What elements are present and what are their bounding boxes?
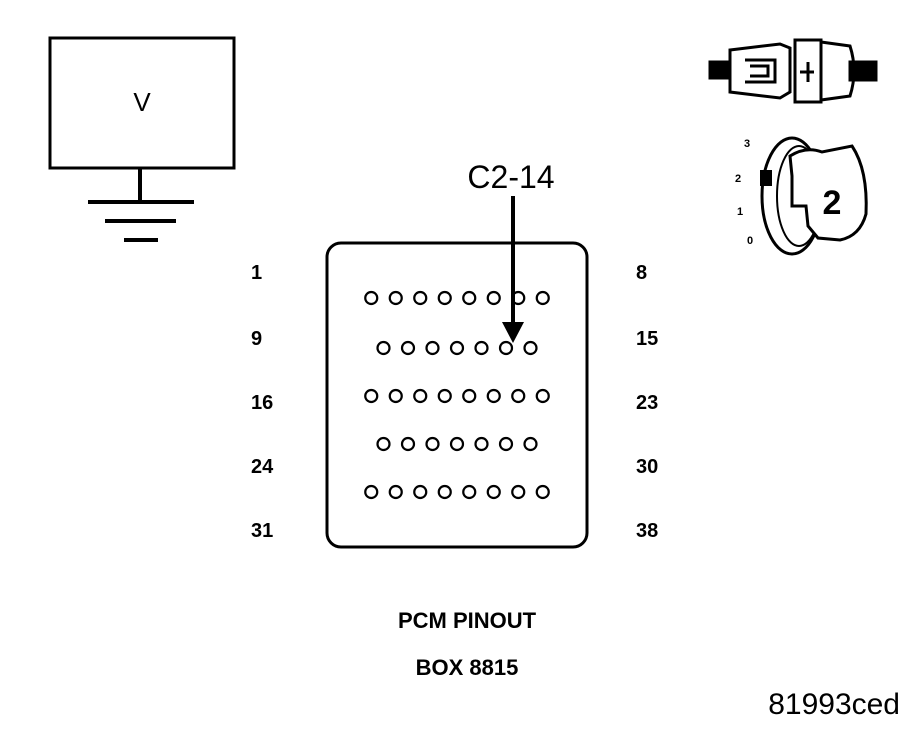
row-label-right: 23 — [636, 392, 658, 414]
row-label-right: 8 — [636, 262, 647, 284]
pin — [413, 290, 428, 306]
pin — [400, 340, 416, 356]
pin — [364, 484, 379, 500]
pin-callout-label: C2-14 — [467, 159, 554, 195]
row-label-right: 38 — [636, 520, 658, 542]
pin — [388, 290, 403, 306]
voltmeter-body — [48, 36, 236, 170]
pin — [425, 340, 440, 356]
pin — [449, 436, 465, 452]
ignition-position-label: 1 — [737, 206, 743, 218]
callout-arrow-icon — [502, 196, 524, 343]
voltmeter: V — [48, 36, 236, 242]
pin — [535, 290, 550, 306]
row-label-left: 16 — [251, 392, 273, 414]
ground-icon — [88, 168, 194, 242]
pin — [474, 340, 489, 356]
pin — [486, 388, 501, 404]
pin — [437, 290, 452, 306]
pin — [486, 484, 501, 500]
pin — [511, 388, 526, 404]
pin — [388, 388, 403, 404]
pin — [486, 290, 501, 306]
voltmeter-symbol: V — [133, 87, 151, 117]
ignition-position-label: 2 — [735, 173, 741, 185]
pin — [449, 340, 465, 356]
pin — [498, 436, 514, 452]
pin — [535, 388, 550, 404]
row-label-left: 9 — [251, 328, 262, 350]
pin — [523, 436, 538, 452]
row-label-right: 30 — [636, 456, 658, 478]
row-label-right: 15 — [636, 328, 658, 350]
pin — [376, 436, 391, 452]
pin — [376, 340, 391, 356]
pin — [535, 484, 550, 500]
pin — [523, 340, 538, 356]
ignition-position-label: 3 — [744, 138, 750, 150]
ignition-switch-icon: 3 2 1 0 2 — [735, 136, 868, 256]
ignition-selected-position: 2 — [823, 184, 842, 222]
pin — [437, 484, 452, 500]
pin-highlighted — [498, 340, 514, 356]
pin — [413, 484, 428, 500]
ignition-position-label: 0 — [747, 235, 753, 247]
pin — [462, 484, 477, 500]
row-labels: 1 8 9 15 16 23 24 30 31 38 — [251, 262, 658, 542]
pin — [462, 290, 477, 306]
connector-plug-icon — [708, 38, 878, 104]
pin — [400, 436, 416, 452]
pin — [413, 388, 428, 404]
figure-id: 81993ced — [768, 688, 900, 721]
pin — [364, 388, 379, 404]
row-label-left: 31 — [251, 520, 273, 542]
pin — [425, 436, 440, 452]
diagram-title: PCM PINOUT — [398, 608, 537, 633]
connector-pins — [364, 290, 550, 500]
pin — [388, 484, 403, 500]
pin — [474, 436, 489, 452]
connector-housing — [325, 241, 589, 549]
pin — [364, 290, 379, 306]
pin — [462, 388, 477, 404]
diagram-subtitle: BOX 8815 — [416, 655, 519, 680]
row-label-left: 1 — [251, 262, 262, 284]
pin — [437, 388, 452, 404]
row-label-left: 24 — [251, 456, 274, 478]
pin — [511, 484, 526, 500]
